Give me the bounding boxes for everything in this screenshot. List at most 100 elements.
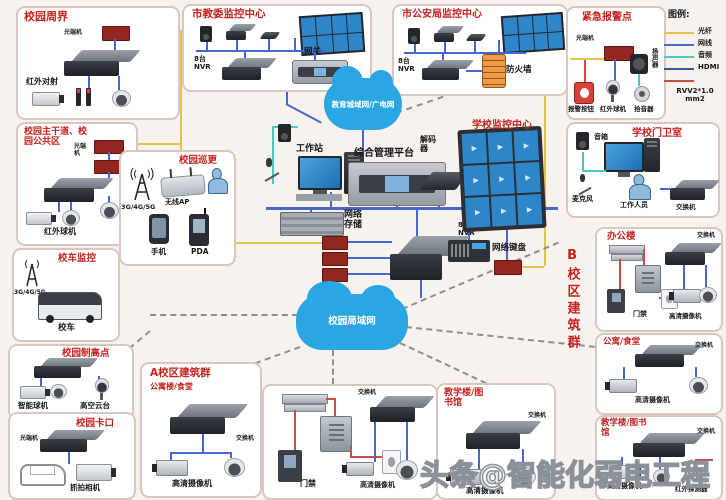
box-camera-icon (342, 462, 374, 476)
decoder-label: 解码器 (420, 135, 436, 153)
box-title: 校园周界 (24, 10, 68, 23)
smart-dome-label: 智能球机 (18, 401, 48, 410)
wire-network (346, 257, 394, 259)
switch-label: 交换机 (358, 389, 377, 396)
box-title: 市公安局监控中心 (402, 9, 482, 20)
hub-icon (465, 34, 487, 41)
wire-network (108, 172, 110, 180)
door-controller-icon (320, 416, 352, 452)
box-gate-room: 学校门卫室 音箱 麦克风 工作人员 交换机 (566, 122, 721, 218)
card-reader-icon (607, 289, 625, 313)
hd-camera-label: 高清摄像机 (360, 481, 395, 489)
maglock-icon (609, 245, 645, 254)
ir-dome-label: 红外球机 (600, 105, 626, 113)
wire-network (659, 457, 661, 469)
card-reader-icon (278, 450, 302, 482)
optical-transceiver-icon (322, 252, 348, 266)
wire-fiber (120, 143, 180, 145)
box-title: 市教委监控中心 (192, 8, 266, 20)
optical-transceiver-label: 光端机 (64, 29, 83, 36)
wire-network (70, 202, 72, 210)
box-campus-a: A校区建筑群 公寓楼/食堂 交换机 高清摄像机 (140, 362, 262, 498)
firewall-icon (482, 54, 506, 88)
optical-transceiver-label: 光端机 (576, 35, 595, 42)
legend-label: 音频 (698, 51, 712, 59)
hd-camera-label: 高清摄像机 (669, 312, 702, 320)
legend-line-hdmi (664, 68, 694, 70)
bus-icon (38, 292, 102, 323)
dome-camera-icon (396, 460, 418, 480)
antenna-icon (25, 259, 39, 287)
wire-network (466, 70, 482, 72)
phone-icon (149, 214, 169, 244)
wire-network (88, 76, 90, 90)
wire-network (294, 38, 296, 50)
lan-cloud-label: 校园局域网 (328, 316, 376, 328)
lan-cloud: 校园局域网 (296, 280, 408, 350)
wire-network (206, 42, 208, 50)
wire-network (58, 202, 60, 212)
hd-camera-label: 高清摄像机 (635, 396, 670, 404)
box-campus-perimeter: 校园周界 光端机 红外对射 (16, 6, 180, 120)
wire-network (705, 265, 707, 287)
speaker-icon (278, 124, 291, 142)
ir-beam-icon (76, 88, 81, 106)
legend: 图例: 光纤 网线 音频 HDMI RVV2*1.0 mm2 (664, 10, 726, 114)
box-camera-icon (669, 289, 701, 303)
wire-network (346, 241, 392, 243)
legend-label: 网线 (698, 39, 712, 47)
hub-icon (259, 32, 281, 39)
box-teaching-library-b: 教学楼/图书馆 交换机 高清摄像机 红外探测器 (595, 415, 723, 500)
ptz-camera-icon (604, 80, 620, 103)
wire-network (404, 52, 526, 54)
mic-icon (264, 158, 282, 180)
wire-network (244, 52, 246, 58)
wire-network (478, 449, 480, 469)
wire-fiber (570, 58, 604, 60)
switch-icon (670, 180, 721, 200)
dome-camera-icon (699, 287, 717, 303)
person-icon (207, 168, 228, 194)
box-office-building: 办公楼 门禁 交换机 高清摄像机 (595, 227, 723, 332)
bus-label: 校车 (58, 323, 76, 333)
box-title: A校区建筑群 (150, 367, 211, 379)
storage-label: 网络存储 (344, 210, 363, 231)
optical-transceiver-label: 光端机 (74, 143, 87, 157)
nvr-icon (422, 60, 475, 80)
box-title: 校园巡更 (179, 155, 218, 166)
box-campus-patrol: 校园巡更 3G/4G/5G 无线AP 手机 PDA (119, 150, 236, 266)
box-police-monitoring-center: 市公安局监控中心 8台NVR 防火墙 (392, 4, 568, 96)
wire-network (236, 40, 238, 50)
storage-icon (280, 212, 344, 236)
firewall-label: 防火墙 (506, 65, 532, 75)
box-title: 教学楼/图书馆 (601, 418, 647, 438)
optical-transceiver-icon (322, 236, 348, 250)
speaker-icon (200, 26, 212, 42)
maglock-icon (282, 394, 328, 404)
optical-transceiver-label: 光端机 (20, 435, 39, 442)
wire-dashed (395, 95, 444, 114)
optical-transceiver-icon (322, 268, 348, 282)
monitor-center-title: 学校监控中心 (472, 120, 532, 131)
box-high-point: 校园制高点 智能球机 高空云台 (8, 344, 134, 420)
switch-icon (633, 433, 705, 457)
pickup-label: 拾音器 (634, 105, 654, 113)
box-emergency-alarm-point: 紧急报警点 光端机 扬声器 报警按钮 红外球机 拾音器 (566, 6, 666, 120)
bullet-camera-icon (32, 92, 64, 106)
switch-icon (40, 430, 106, 452)
speaker-icon (408, 28, 420, 44)
hd-camera-label: 高清摄像机 (466, 486, 504, 495)
optical-transceiver-icon (102, 26, 130, 41)
wire-network (414, 44, 416, 52)
box-title: 校园主干道、校园公共区 (24, 127, 88, 148)
dome-camera-icon (653, 469, 670, 484)
legend-line-network (664, 44, 694, 46)
ir-dome-label: 红外球机 (44, 227, 76, 236)
network-label: 3G/4G/5G (121, 203, 156, 211)
wire-network (420, 280, 422, 298)
gateway-label: 网关 (304, 47, 322, 57)
dome-camera-icon (62, 210, 80, 226)
maglock-icon (611, 254, 643, 261)
tv-wall (457, 125, 547, 233)
dome-camera-icon (100, 202, 119, 219)
